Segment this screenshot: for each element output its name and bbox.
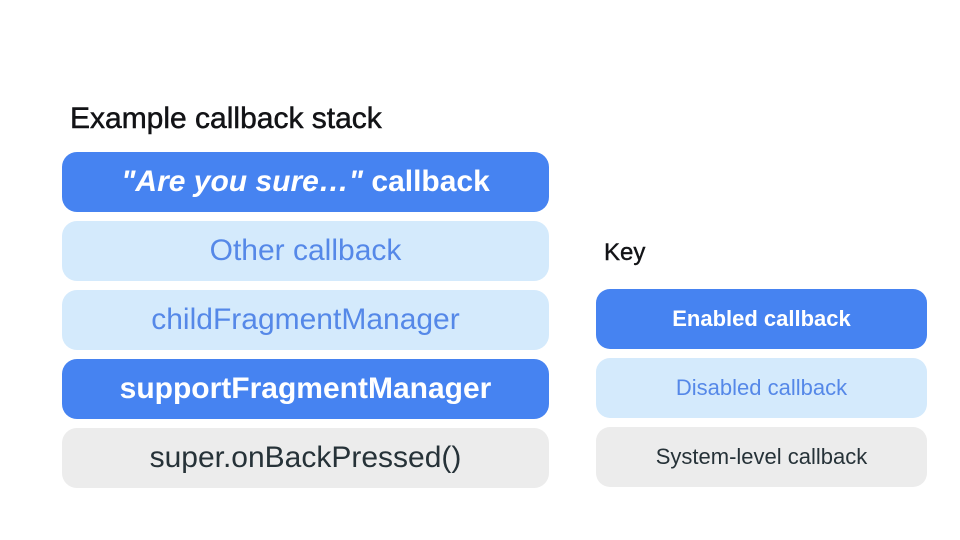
key-item-disabled-callback: Disabled callback bbox=[596, 358, 927, 418]
callback-stack: "Are you sure…" callback Other callback … bbox=[62, 152, 549, 497]
stack-item-are-you-sure-callback: "Are you sure…" callback bbox=[62, 152, 549, 212]
stack-item-child-fragment-manager: childFragmentManager bbox=[62, 290, 549, 350]
key-heading: Key bbox=[604, 239, 646, 266]
key-item-enabled-callback: Enabled callback bbox=[596, 289, 927, 349]
diagram-title: Example callback stack bbox=[70, 102, 382, 136]
stack-item-other-callback: Other callback bbox=[62, 221, 549, 281]
stack-item-callback-text: callback bbox=[363, 165, 490, 198]
key-item-system-level-callback: System-level callback bbox=[596, 427, 927, 487]
stack-item-super-on-back-pressed: super.onBackPressed() bbox=[62, 428, 549, 488]
stack-item-quoted-text: "Are you sure…" bbox=[121, 165, 364, 198]
stack-item-support-fragment-manager: supportFragmentManager bbox=[62, 359, 549, 419]
key-legend: Enabled callback Disabled callback Syste… bbox=[596, 289, 927, 496]
